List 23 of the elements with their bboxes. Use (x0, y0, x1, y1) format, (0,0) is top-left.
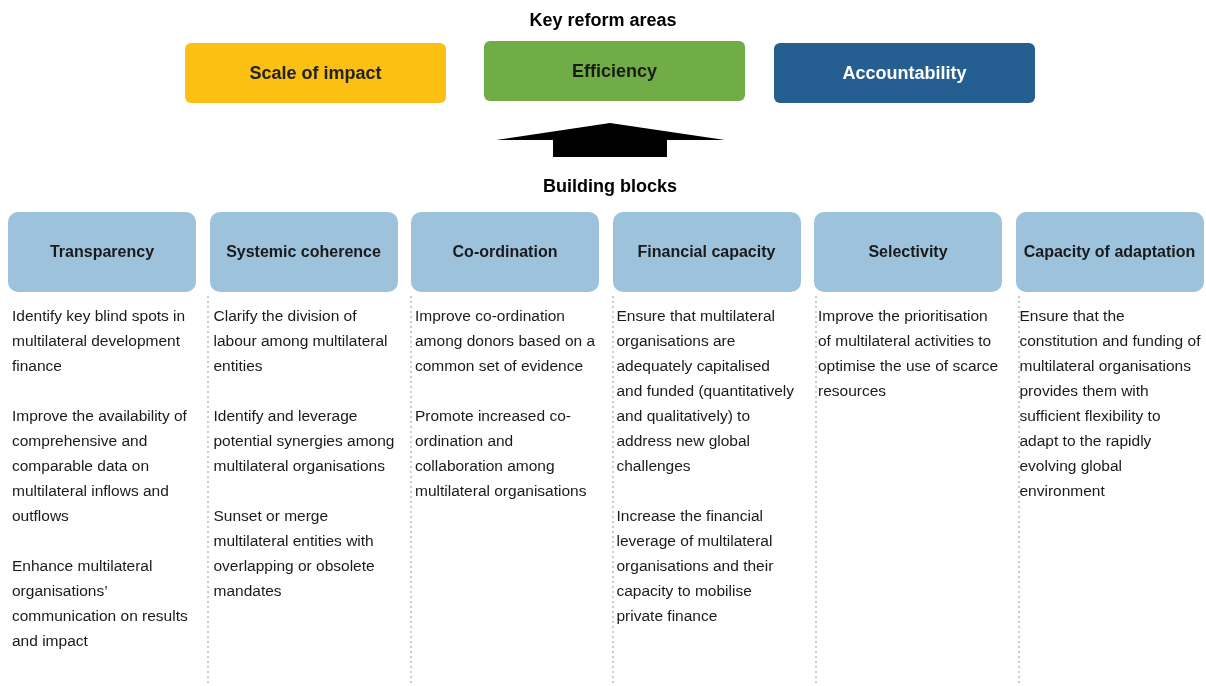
description-text: Enhance multilateral organisations’ communication on results and impact (12, 556, 189, 651)
reform-area-box: Efficiency (484, 41, 745, 101)
reform-area-box: Scale of impact (185, 43, 446, 103)
building-block-box: Transparency (8, 212, 196, 292)
heading: Key reform areas (528, 10, 678, 31)
description-text: Promote increased co-ordination and collaboration among multilateral organisations (415, 406, 588, 501)
description-text: Improve the availability of comprehensive and comparable data on multilateral inflows and outflows (12, 406, 188, 526)
description-text: Improve co-ordination among donors based on a common set of evidence (415, 306, 597, 376)
description-text: Sunset or merge multilateral entities with overlapping or obsolete mandates (213, 506, 376, 601)
description-text: Improve the prioritisation of multilateral activities to optimise the use of scarce resources (818, 306, 1000, 401)
description-text: Ensure that multilateral organisations are adequately capitalised and funded (quantitatively and qualitatively) to address new global challenges (616, 306, 796, 476)
reform-area-box: Accountability (774, 43, 1035, 103)
description-text: Clarify the division of labour among multilateral entities (213, 306, 389, 376)
description-text: Increase the financial leverage of multilateral organisations and their capacity to mobilise private finance (616, 506, 775, 626)
description-text: Identify and leverage potential synergies among multilateral organisations (213, 406, 396, 476)
building-block-box: Systemic coherence (209, 212, 398, 292)
description-text: Identify key blind spots in multilateral development finance (12, 306, 187, 376)
section-label: Building blocks (542, 176, 678, 197)
building-block-box: Selectivity (814, 212, 1002, 292)
building-block-box: Co-ordination (411, 212, 599, 292)
building-block-box: Financial capacity (612, 212, 801, 292)
description-text: Ensure that the constitution and funding of multilateral organisations provides them with sufficient flexibility to adapt to the rapidly evolving global environment (1019, 306, 1202, 501)
building-block-box: Capacity of adaptation (1015, 212, 1204, 292)
